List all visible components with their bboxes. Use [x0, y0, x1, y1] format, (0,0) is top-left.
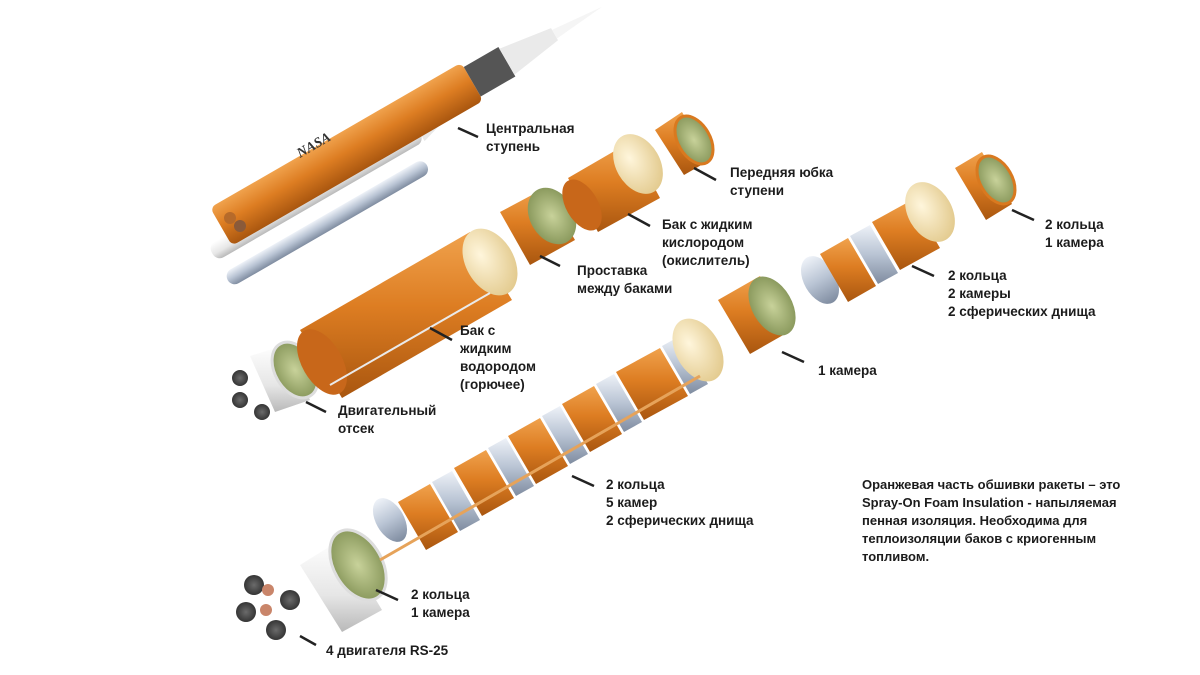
detailed-components	[236, 152, 1017, 640]
lh2-barrels	[372, 318, 724, 562]
foam-insulation-note: Оранжевая часть обшивки ракеты – это Spr…	[862, 477, 1121, 564]
forward-skirt	[655, 112, 715, 175]
lox-barrels	[801, 182, 955, 304]
label-engines: 4 двигателя RS-25	[326, 643, 449, 658]
assembled-rocket: NASA	[210, 6, 603, 285]
rs25-engines	[236, 575, 300, 640]
forward-skirt-ring	[955, 152, 1017, 220]
label-intertank-rings: 1 камера	[818, 363, 877, 378]
leader-lines	[299, 126, 1035, 647]
major-components	[232, 112, 715, 420]
lox-tank	[562, 134, 663, 232]
intertank-barrel	[718, 276, 796, 354]
lh2-tank	[297, 228, 518, 398]
